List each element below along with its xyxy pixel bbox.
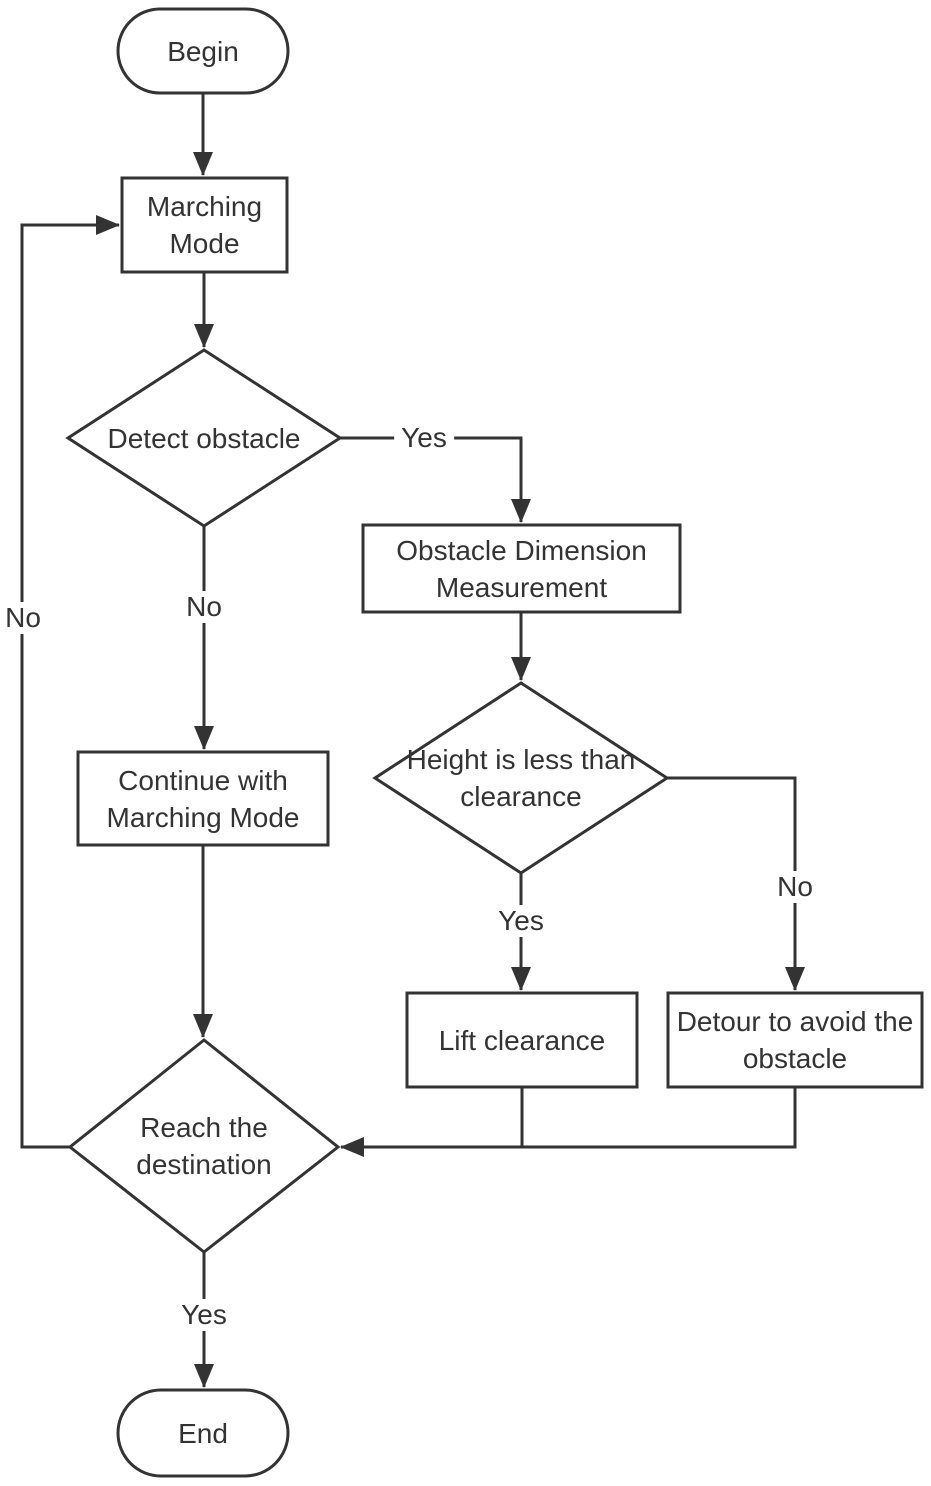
- detour-obstacle-box: [666, 991, 924, 1089]
- height-no-label: No: [770, 871, 820, 903]
- detect-yes-label: Yes: [394, 422, 454, 454]
- detect-no-label: No: [179, 591, 229, 623]
- lift-clearance-box: [405, 991, 639, 1089]
- obstacle-dimension-label: Obstacle Dimension Measurement: [396, 534, 647, 603]
- detect-obstacle-label: Detect obstacle: [107, 422, 301, 454]
- reach-yes-label: Yes: [174, 1299, 234, 1331]
- obstacle-dimension-box: [361, 523, 682, 614]
- height-clearance-label: Height is less than clearance: [406, 744, 636, 812]
- detour-obstacle-label: Detour to avoid the obstacle: [676, 1006, 914, 1074]
- end-label: End: [178, 1417, 228, 1449]
- reach-destination-label: Reach the destination: [136, 1112, 272, 1180]
- continue-marching-label: Continue with Marching Mode: [106, 764, 300, 833]
- reach-destination-diamond: [67, 1038, 341, 1254]
- edge-detour-to-reach-arrow: [340, 1087, 797, 1157]
- begin-terminator-shape: [116, 7, 290, 95]
- height-yes-label: Yes: [491, 905, 551, 937]
- continue-marching-box: [76, 750, 330, 847]
- lift-clearance-label: Lift clearance: [438, 1024, 606, 1056]
- height-clearance-diamond: [372, 681, 670, 875]
- edge-reach-no-loop-arrow: [20, 215, 120, 1149]
- end-terminator-shape: [116, 1388, 290, 1478]
- detect-obstacle-diamond: [65, 348, 343, 528]
- reach-no-label: No: [0, 602, 48, 634]
- begin-label: Begin: [167, 35, 239, 67]
- marching-mode-box: [120, 176, 289, 274]
- edge-height-no-arrow: [667, 776, 805, 991]
- marching-mode-label: Marching Mode: [146, 191, 263, 259]
